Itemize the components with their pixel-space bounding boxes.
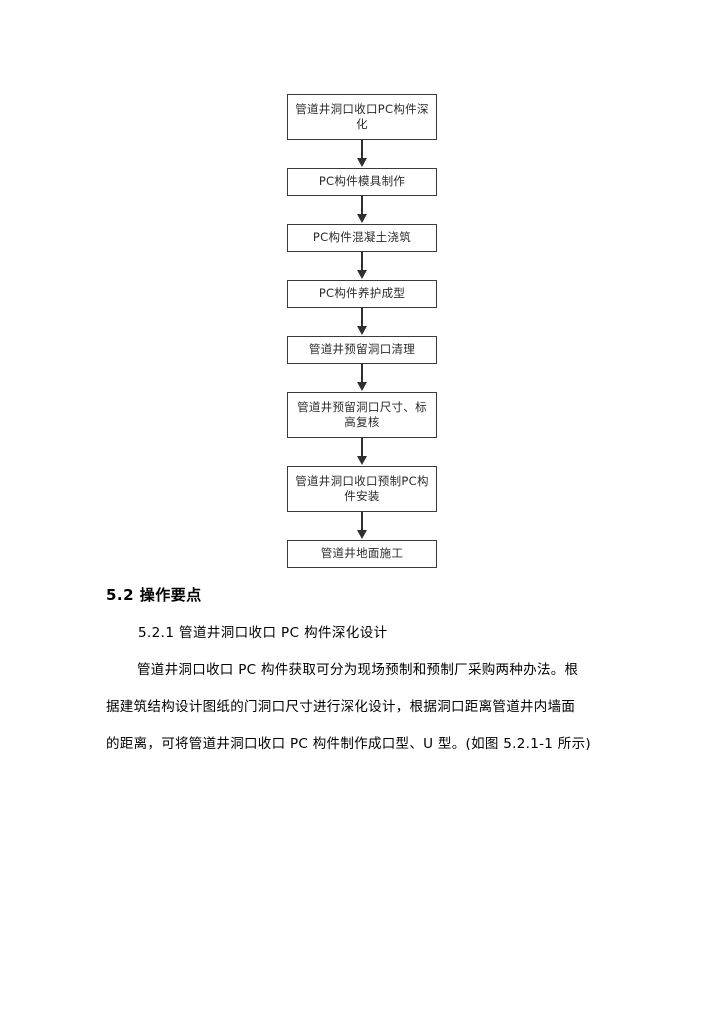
flow-node-6-label: 管道井预留洞口尺寸、标高复核 (297, 399, 427, 429)
arrow-head-icon (357, 270, 367, 279)
flow-node-5-label: 管道井预留洞口清理 (308, 342, 416, 356)
arrow-stem-icon (361, 308, 364, 329)
flow-node-8-label: 管道井地面施工 (320, 546, 404, 560)
flow-node-5: 管道井预留洞口清理 (287, 336, 437, 364)
flow-node-2-label: PC构件模具制作 (318, 174, 406, 188)
flow-node-1-label: 管道井洞口收口PC构件深化 (295, 101, 429, 131)
body-paragraph-line-1: 管道井洞口收口 PC 构件获取可分为现场预制和预制厂采购两种办法。根 (137, 662, 579, 678)
subsection-heading: 5.2.1 管道井洞口收口 PC 构件深化设计 (138, 625, 388, 641)
flow-arrow-2 (287, 196, 437, 224)
arrow-head-icon (357, 456, 367, 465)
arrow-stem-icon (361, 140, 364, 161)
flow-node-4: PC构件养护成型 (287, 280, 437, 308)
arrow-stem-icon (361, 438, 364, 459)
flow-arrow-3 (287, 252, 437, 280)
flow-arrow-1 (287, 140, 437, 168)
arrow-head-icon (357, 326, 367, 335)
body-paragraph-line-3: 的距离，可将管道井洞口收口 PC 构件制作成口型、U 型。(如图 5.2.1-1… (106, 736, 591, 752)
section-heading: 5.2 操作要点 (106, 586, 202, 604)
flow-node-3: PC构件混凝土浇筑 (287, 224, 437, 252)
body-paragraph-line-2: 据建筑结构设计图纸的门洞口尺寸进行深化设计，根据洞口距离管道井内墙面 (106, 699, 576, 715)
arrow-stem-icon (361, 196, 364, 217)
flow-node-2: PC构件模具制作 (287, 168, 437, 196)
flow-node-1: 管道井洞口收口PC构件深化 (287, 94, 437, 140)
flow-node-6: 管道井预留洞口尺寸、标高复核 (287, 392, 437, 438)
arrow-head-icon (357, 158, 367, 167)
flow-arrow-6 (287, 438, 437, 466)
arrow-stem-icon (361, 512, 364, 533)
arrow-head-icon (357, 530, 367, 539)
process-flowchart: 管道井洞口收口PC构件深化 PC构件模具制作 PC构件混凝土浇筑 PC构件养护成… (287, 94, 437, 568)
arrow-stem-icon (361, 364, 364, 385)
flow-arrow-7 (287, 512, 437, 540)
arrow-head-icon (357, 214, 367, 223)
flow-arrow-5 (287, 364, 437, 392)
flow-node-4-label: PC构件养护成型 (318, 286, 406, 300)
flow-node-3-label: PC构件混凝土浇筑 (312, 230, 412, 244)
flow-node-7: 管道井洞口收口预制PC构件安装 (287, 466, 437, 512)
flow-node-7-label: 管道井洞口收口预制PC构件安装 (295, 473, 429, 503)
flow-arrow-4 (287, 308, 437, 336)
flow-node-8: 管道井地面施工 (287, 540, 437, 568)
arrow-stem-icon (361, 252, 364, 273)
arrow-head-icon (357, 382, 367, 391)
